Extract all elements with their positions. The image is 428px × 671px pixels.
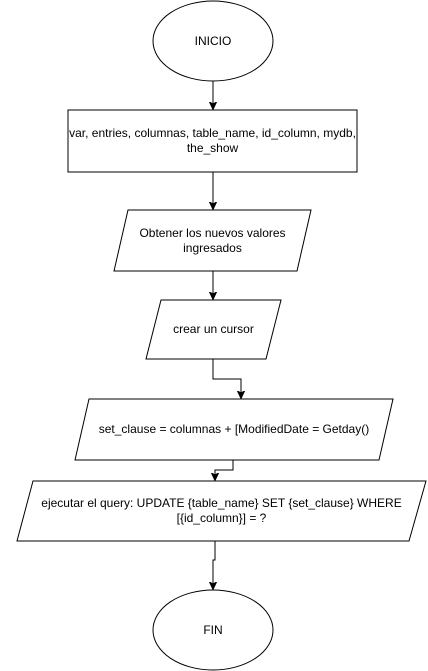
query-input-shape (16, 480, 427, 542)
query-label: ejecutar el query: UPDATE {table_name} S… (17, 481, 426, 541)
arrow-query-to-end (213, 541, 215, 589)
set-clause-label: set_clause = columnas + [ModifiedDate = … (98, 422, 370, 436)
end-terminal (152, 589, 274, 671)
variables-label-line-2: the_show (186, 141, 239, 155)
variables-process-box (67, 109, 358, 173)
get-values-label-line-1: Obtener los nuevos valores (139, 225, 286, 240)
arrow-set-clause-to-query (215, 460, 234, 480)
get-values-input-shape (113, 209, 312, 272)
arrow-cursor-to-set-clause (212, 359, 241, 398)
get-values-label: Obtener los nuevos valores ingresados (114, 210, 311, 271)
get-values-label-line-2: ingresados (183, 240, 242, 255)
query-label-line-1: ejecutar el query: UPDATE {table_name} S… (41, 496, 402, 510)
variables-label-line-1: var, entries, columnas, table_name, id_c… (69, 126, 356, 140)
variables-label: var, entries, columnas, table_name, id_c… (68, 110, 357, 172)
set-clause-input-shape (74, 398, 394, 461)
cursor-label: crear un cursor (173, 322, 254, 336)
end-label: FIN (203, 622, 223, 637)
query-label-line-2: [{id_column}] = ? (176, 511, 267, 525)
start-label: INICIO (194, 33, 232, 48)
cursor-input-shape (145, 299, 282, 360)
